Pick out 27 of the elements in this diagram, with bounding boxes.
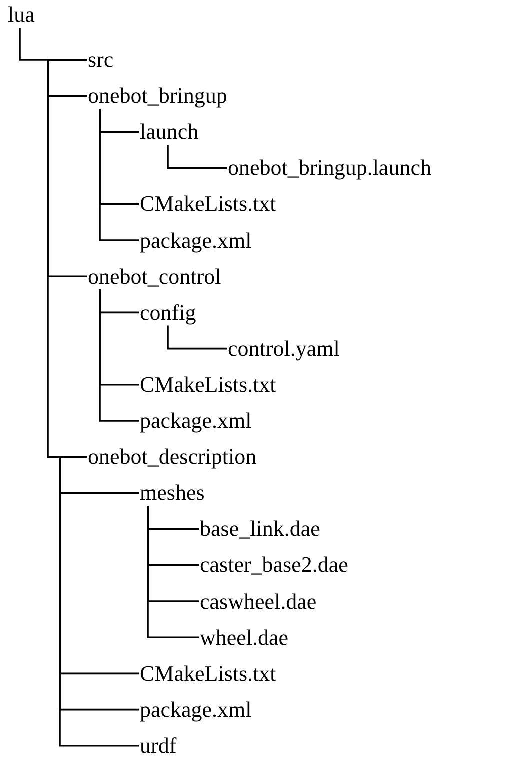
tree-item-label: package.xml [140,408,252,434]
tree-connector [99,109,139,242]
tree-item-label: CMakeLists.txt [140,372,276,398]
tree-connector [167,145,227,170]
tree-item-label: package.xml [140,696,252,723]
tree-item-label: caster_base2.dae [200,552,348,578]
tree-item-label: src [88,47,114,73]
tree-item-label: CMakeLists.txt [140,660,276,687]
tree-connector [47,59,87,458]
tree-item-label: lua [8,2,35,28]
tree-item-label: config [140,300,196,326]
tree-connector [167,326,227,350]
tree-item-label: CMakeLists.txt [140,191,276,218]
tree-connector [99,290,139,422]
tree-connector [147,506,199,638]
tree-item-label: control.yaml [228,336,340,362]
tree-item-label: onebot_control [88,264,222,290]
tree-item-label: base_link.dae [200,516,320,542]
tree-item-label: wheel.dae [200,624,289,651]
tree-item-label: meshes [140,480,205,506]
tree-item-label: caswheel.dae [200,588,317,614]
tree-item-label: package.xml [140,228,252,254]
tree-item-label: onebot_bringup.launch [228,155,432,182]
tree-item-label: urdf [140,732,177,759]
tree-item-label: launch [140,119,199,146]
tree-item-label: onebot_description [88,444,257,470]
tree-item-label: onebot_bringup [88,83,228,110]
